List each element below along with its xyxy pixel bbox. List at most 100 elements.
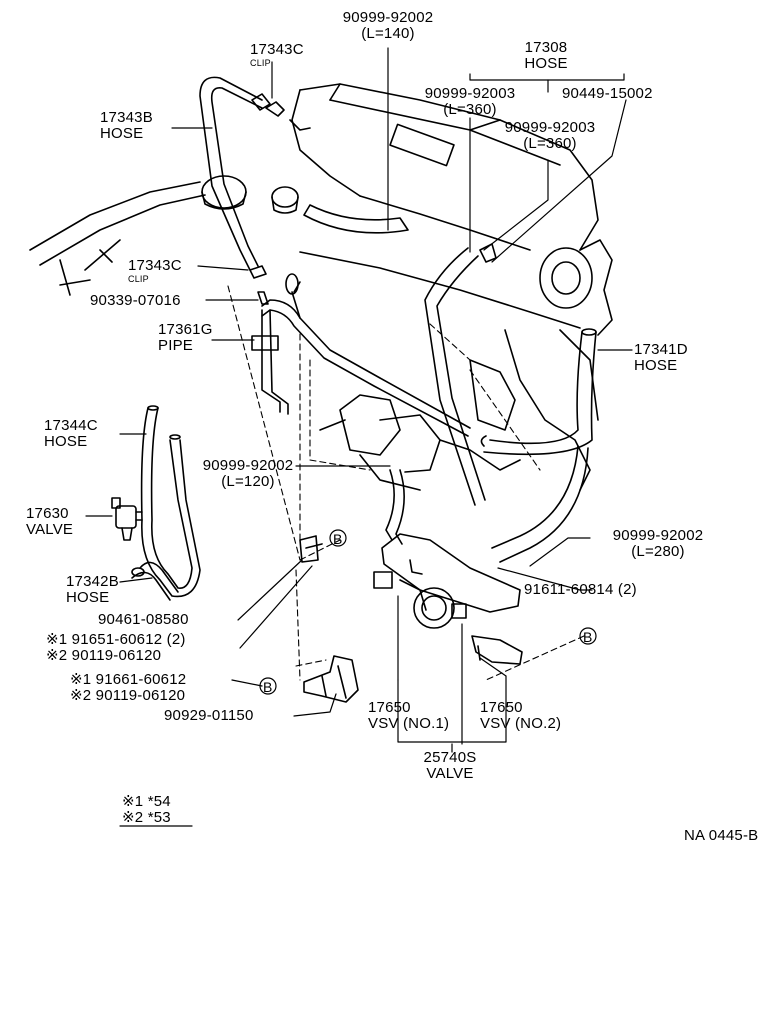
reference-marker-b: B <box>263 679 273 695</box>
callout-17630-valve: 17630 VALVE <box>26 506 73 538</box>
legend: ※1 *54 ※2 *53 <box>122 794 171 826</box>
callout-90999-92002-l280: 90999-92002 (L=280) <box>590 528 726 560</box>
part-name: HOSE <box>634 357 678 374</box>
drawing-code: NA 0445-B <box>684 827 759 844</box>
part-number: 90999-92003 <box>424 85 516 102</box>
vsv-bracket <box>373 533 523 665</box>
reference-markers <box>259 529 597 695</box>
length-note: (L=140) <box>361 25 415 42</box>
hose-90999-92002-right <box>491 445 589 563</box>
callout-17343c-clip-top: 17343C CLIP <box>250 41 304 69</box>
legend-value: *53 <box>147 809 171 826</box>
part-name: CLIP <box>250 58 271 68</box>
callout-90999-92003-b: 90999-92003 (L=360) <box>482 120 618 152</box>
callout-90999-92003-a: 90999-92003 (L=360) <box>402 86 538 118</box>
callout-91651-90119: ※1 91651-60612 (2) ※2 90119-06120 <box>46 632 186 664</box>
hose-90339 <box>257 273 299 305</box>
part-name: VSV (NO.2) <box>480 715 562 732</box>
part-name: HOSE <box>44 433 88 450</box>
bracket-90929 <box>303 655 359 703</box>
callout-17341d-hose: 17341D HOSE <box>634 342 688 374</box>
part-number: 17650 <box>368 699 411 716</box>
legend-mark: ※2 <box>122 809 144 826</box>
callout-90999-92002-l140: 90999-92002 (L=140) <box>320 10 456 42</box>
part-number: 25740S <box>423 749 477 766</box>
length-note: (L=120) <box>221 473 275 490</box>
part-name: HOSE <box>66 589 110 606</box>
callout-90339-07016: 90339-07016 <box>90 293 181 309</box>
part-number: 90999-92002 <box>202 457 294 474</box>
part-number: 90999-92002 <box>342 9 434 26</box>
part-number: 90999-92002 <box>612 527 704 544</box>
pipe-17361g <box>251 281 471 437</box>
part-number: 17343B <box>100 109 153 126</box>
callout-91611-60814: 91611-60814 (2) <box>524 582 637 598</box>
part-number: 90999-92003 <box>504 119 596 136</box>
part-name: VSV (NO.1) <box>368 715 450 732</box>
hose-upper-small <box>289 119 409 234</box>
callout-17361g-pipe: 17361G PIPE <box>158 322 213 354</box>
part-name: HOSE <box>524 55 568 72</box>
part-name: HOSE <box>100 125 144 142</box>
callout-90929-01150: 90929-01150 <box>164 708 254 724</box>
part-number: ※2 90119-06120 <box>70 687 186 704</box>
callout-17343c-clip-mid: 17343C CLIP <box>128 257 182 285</box>
hose-17342b <box>131 561 179 601</box>
part-number: 17361G <box>158 321 213 338</box>
length-note: (L=360) <box>523 135 577 152</box>
part-number: 17650 <box>480 699 523 716</box>
callout-17308-hose: 17308 HOSE <box>508 40 584 72</box>
part-number: 17344C <box>44 417 98 434</box>
part-name: VALVE <box>26 521 74 538</box>
clip-bracket <box>299 535 323 563</box>
legend-mark: ※1 <box>122 793 144 810</box>
callout-91661-90119: ※1 91661-60612 ※2 90119-06120 <box>70 672 186 704</box>
callout-90449-15002: 90449-15002 <box>562 86 653 102</box>
part-number: 91611-60814 (2) <box>524 581 637 598</box>
part-number: 17343C <box>250 41 304 58</box>
hose-17343b <box>199 76 271 271</box>
callout-17344c-hose: 17344C HOSE <box>44 418 98 450</box>
hose-17344c <box>140 405 201 598</box>
length-note: (L=360) <box>443 101 497 118</box>
part-name: VALVE <box>426 765 474 782</box>
part-number: 90929-01150 <box>164 707 254 724</box>
length-note: (L=280) <box>631 543 685 560</box>
reference-marker-b: B <box>333 531 343 547</box>
clip-17343c-mid <box>249 265 267 279</box>
legend-row: ※1 *54 <box>122 794 171 810</box>
part-name: PIPE <box>158 337 193 354</box>
part-number: 17630 <box>26 505 69 522</box>
body-panel <box>29 181 206 296</box>
legend-value: *54 <box>147 793 171 810</box>
part-number: 17308 <box>524 39 568 56</box>
part-number: ※2 90119-06120 <box>46 647 162 664</box>
callout-17650-vsv-no1: 17650 VSV (NO.1) <box>368 700 449 732</box>
part-number: 17341D <box>634 341 688 358</box>
part-number: ※1 91661-60612 <box>70 671 187 688</box>
callout-90999-92002-l120: 90999-92002 (L=120) <box>180 458 316 490</box>
legend-row: ※2 *53 <box>122 810 171 826</box>
callout-17342b-hose: 17342B HOSE <box>66 574 119 606</box>
valve-17630 <box>111 497 143 541</box>
dashed-lines <box>227 285 585 681</box>
part-number: 90461-08580 <box>98 611 189 628</box>
callout-17650-vsv-no2: 17650 VSV (NO.2) <box>480 700 561 732</box>
callout-25740s-valve: 25740S VALVE <box>410 750 490 782</box>
part-number: 90449-15002 <box>562 85 653 102</box>
part-number: 90339-07016 <box>90 292 181 309</box>
engine-block <box>291 83 613 491</box>
hose-90999-92002-mid <box>385 469 405 545</box>
part-number: 17342B <box>66 573 119 590</box>
reference-marker-b: B <box>583 629 593 645</box>
leader-lines <box>85 47 633 753</box>
part-name: CLIP <box>128 274 149 284</box>
part-number: 17343C <box>128 257 182 274</box>
part-number: ※1 91651-60612 (2) <box>46 631 186 648</box>
clip-17343c-top <box>265 101 285 117</box>
canister <box>201 175 299 214</box>
callout-17343b-hose: 17343B HOSE <box>100 110 153 142</box>
callout-90461-08580: 90461-08580 <box>98 612 189 628</box>
hose-17308 <box>424 243 497 506</box>
